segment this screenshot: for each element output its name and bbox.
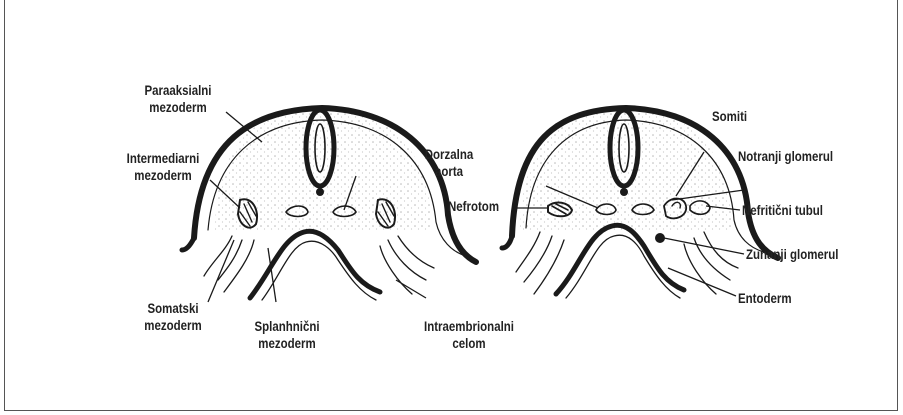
label-somiti: Somiti xyxy=(712,108,747,125)
label-entoderm: Entoderm xyxy=(738,290,792,307)
label-nefrotom: Nefrotom xyxy=(448,198,499,215)
label-nefriticni-tubul: Nefritični tubul xyxy=(742,202,823,219)
label-paraaksialni-mezoderm: Paraaksialni mezoderm xyxy=(129,82,227,116)
label-intraembrionalni-celom: Intraembrionalni celom xyxy=(408,318,531,352)
left-embryo-section xyxy=(182,108,476,300)
label-intermediarni-mezoderm: Intermediarni mezoderm xyxy=(110,150,217,184)
label-splanhnicni-mezoderm: Splanhnični mezoderm xyxy=(242,318,332,352)
label-zunanji-glomerul: Zunanji glomerul xyxy=(746,246,838,263)
label-somatski-mezoderm: Somatski mezoderm xyxy=(128,300,218,334)
label-notranji-glomerul: Notranji glomerul xyxy=(738,148,833,165)
label-dorzalna-aorta: Dorzalna aorta xyxy=(404,146,494,180)
right-embryo-section xyxy=(502,108,778,298)
